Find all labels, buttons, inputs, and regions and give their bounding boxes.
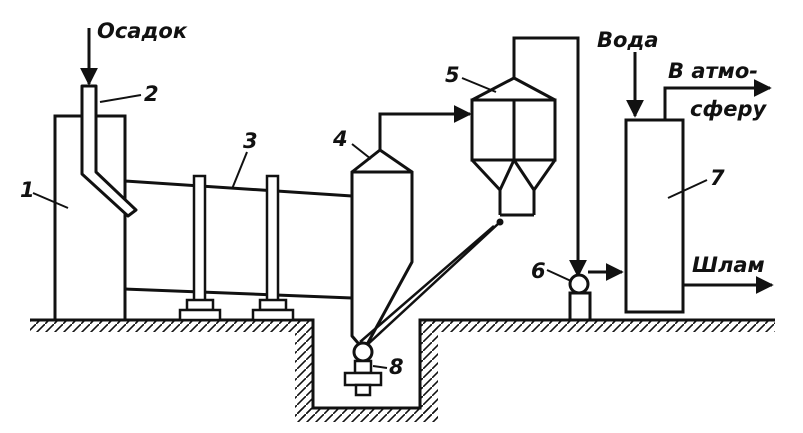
label-number-7: 7 (710, 166, 725, 190)
leader-lines (32, 77, 708, 369)
feed-chute-2 (80, 84, 138, 218)
drum-support-left (178, 174, 222, 322)
label-to-atmosphere-2: сферу (690, 97, 768, 121)
label-number-2: 2 (144, 82, 159, 106)
label-number-3: 3 (243, 129, 258, 153)
gas-outlet-5-to-6 (512, 36, 587, 278)
label-number-4: 4 (332, 127, 348, 151)
rotary-drum-3 (124, 174, 353, 322)
label-sludge: Шлам (692, 253, 765, 277)
label-water: Вода (597, 28, 659, 52)
separator-column-4 (350, 148, 414, 352)
fan-6 (568, 273, 592, 322)
label-number-8: 8 (389, 355, 404, 379)
wet-scrubber-7 (624, 118, 685, 314)
feeder-8 (343, 341, 383, 397)
exhaust-to-atmosphere-arrow (663, 79, 772, 120)
drum-support-right (251, 174, 295, 322)
dust-return-lines (359, 222, 500, 346)
label-sediment: Осадок (97, 19, 188, 43)
label-number-5: 5 (445, 63, 460, 87)
label-number-6: 6 (531, 259, 546, 283)
label-number-1: 1 (20, 178, 35, 202)
twin-cyclones-5 (470, 76, 557, 226)
label-to-atmosphere-1: В атмо- (668, 59, 758, 83)
furnace-chamber-1 (53, 114, 127, 322)
gas-duct-4-to-5 (378, 105, 472, 150)
